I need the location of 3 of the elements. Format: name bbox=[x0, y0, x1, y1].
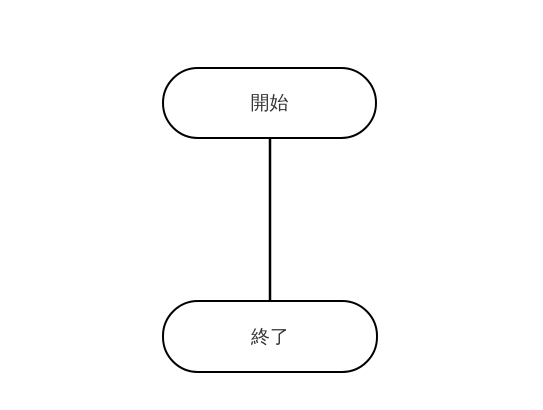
terminal-label: 終了 bbox=[251, 324, 289, 350]
connector-line bbox=[268, 139, 272, 300]
terminal-label: 開始 bbox=[250, 91, 288, 116]
